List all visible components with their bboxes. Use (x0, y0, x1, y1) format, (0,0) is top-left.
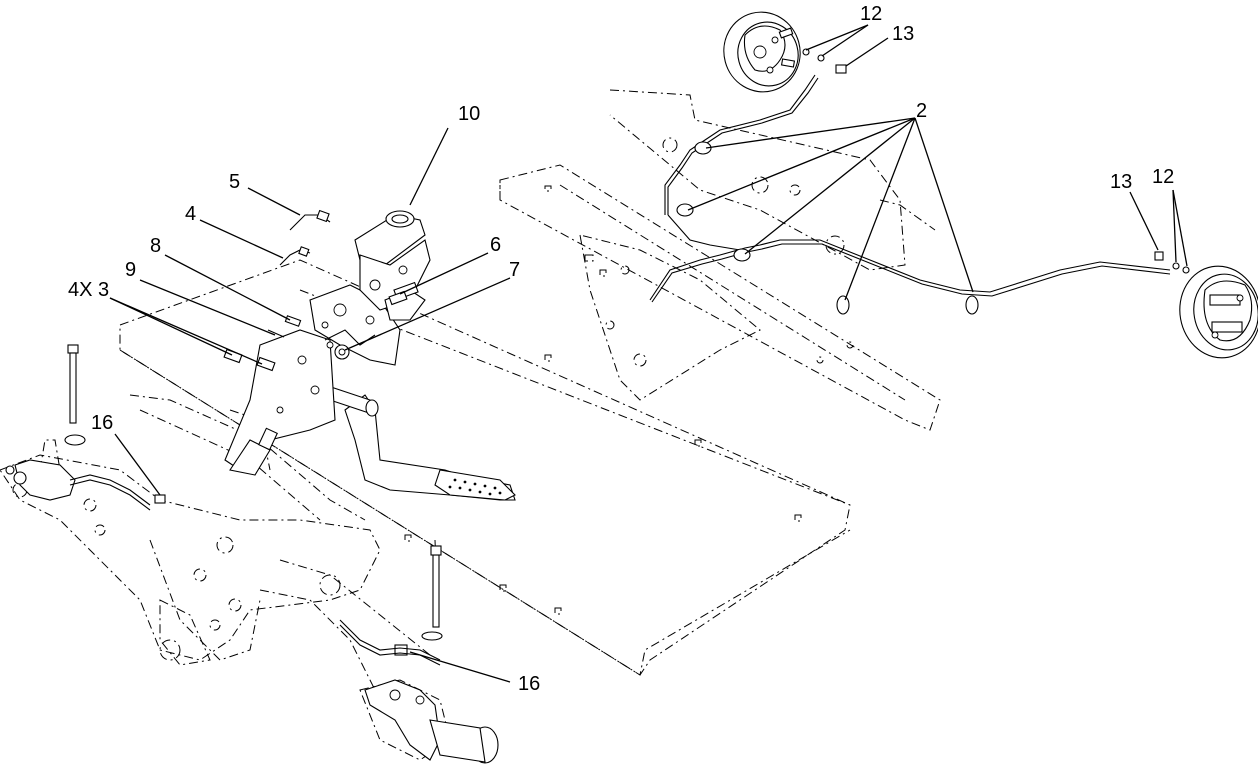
callout-9: 9 (125, 259, 136, 281)
right-spindle (339, 545, 499, 764)
main-frame (119, 89, 941, 676)
callout-7: 7 (509, 259, 520, 281)
callout-12-top: 12 (860, 3, 882, 25)
callout-4x3: 4X 3 (68, 279, 109, 301)
callout-labels: 10 5 4 8 9 4X 3 6 7 16 16 12 13 2 13 12 (68, 3, 1174, 695)
callout-13-top: 13 (892, 23, 914, 45)
brake-backing-plate-top (723, 11, 847, 93)
callout-6: 6 (490, 234, 501, 256)
callout-13-right: 13 (1110, 171, 1132, 193)
brake-cable (649, 74, 1171, 315)
leader-lines (109, 24, 1188, 683)
callout-4: 4 (185, 203, 196, 225)
callout-10: 10 (458, 103, 480, 125)
left-spindle (5, 344, 166, 511)
brake-backing-plate-right (1154, 251, 1258, 359)
callout-5: 5 (229, 171, 240, 193)
brake-pedal-assembly (224, 284, 516, 501)
callout-16-right: 16 (518, 673, 540, 695)
callout-12-right: 12 (1152, 166, 1174, 188)
callout-8: 8 (150, 235, 161, 257)
callout-2: 2 (916, 100, 927, 122)
callout-16-left: 16 (91, 412, 113, 434)
